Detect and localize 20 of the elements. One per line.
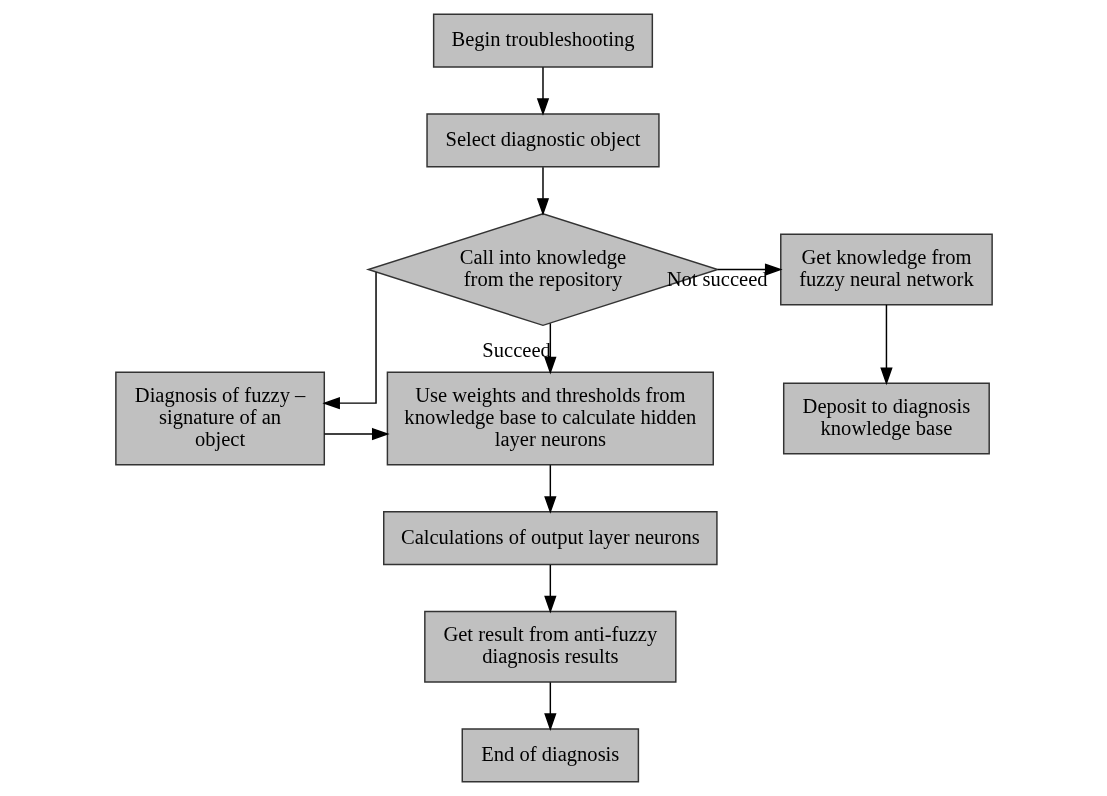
node-box: Begin troubleshooting <box>432 13 653 68</box>
node-box: Get knowledge from fuzzy neural network <box>779 233 993 306</box>
arrow <box>543 564 556 614</box>
node-box: End of diagnosis <box>461 728 639 783</box>
edge-label: Succeed <box>481 338 551 361</box>
arrow <box>323 427 390 441</box>
node-box: Get result from anti-fuzzy diagnosis results <box>423 610 677 683</box>
arrow <box>536 166 549 216</box>
node-box: Deposit to diagnosis knowledge base <box>782 382 990 455</box>
node-box: Select diagnostic object <box>425 113 660 168</box>
node-box: Calculations of output layer neurons <box>382 511 718 566</box>
arrow <box>321 271 377 410</box>
node-box: Use weights and thresholds from knowledge base to calculate hidden layer neurons <box>386 371 714 466</box>
arrow <box>879 304 893 386</box>
arrow <box>543 681 556 731</box>
arrow <box>536 66 549 116</box>
arrow <box>543 464 556 514</box>
node-box: Diagnosis of fuzzy – signature of an object <box>114 371 325 466</box>
arrow <box>716 263 783 276</box>
arrow <box>543 322 556 375</box>
